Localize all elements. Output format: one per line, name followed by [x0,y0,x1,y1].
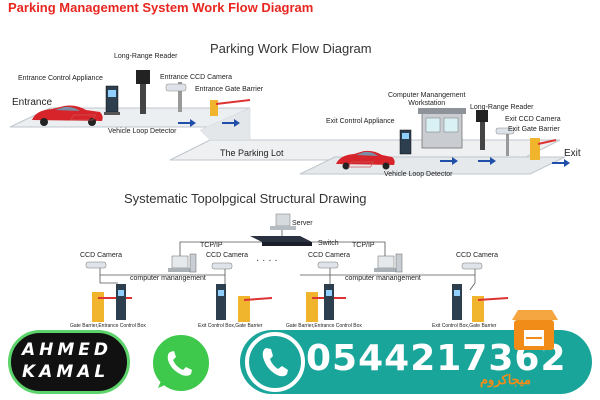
vehicle-loop-detector-left-label: Vehicle Loop Detector [108,128,177,135]
exit-control-appliance-label: Exit Control Appliance [326,118,395,125]
topology-camera-1 [85,261,107,269]
page-title: Parking Management System Work Flow Diag… [8,0,314,15]
entrance-camera-device [165,82,187,112]
switch-device [250,236,312,246]
computer-workstation-label: Computer Manangement Workstation [388,92,466,107]
network-lines [99,230,476,291]
server-device [270,213,296,230]
vehicle-loop-detector-right-label: Vehicle Loop Detector [384,171,453,178]
gate-group-1 [92,284,132,322]
entrance-ccd-camera-label: Entrance CCD Camera [160,74,232,81]
long-range-reader-right-label: Long-Range Reader [470,104,534,111]
ellipsis-label: · · · · [256,255,278,266]
ccd-camera-3-label: CCD Camera [308,252,351,259]
brand-badge [8,330,130,394]
exit-label: Exit [564,148,581,159]
computer-left-device [168,253,197,273]
exit-gate-barrier-device [530,138,557,160]
computer-right-device [374,253,403,273]
box-2-label: Exit Control Box,Gate Barrier [198,323,263,329]
topology-camera-3 [317,261,339,269]
whatsapp-icon[interactable] [134,330,228,396]
entrance-gate-barrier-label: Entrance Gate Barrier [195,86,264,93]
exit-ccd-camera-label: Exit CCD Camera [505,116,561,123]
entrance-label: Entrance [12,97,53,108]
tcpip-left-label: TCP/IP [200,242,223,249]
store-icon [512,310,558,350]
store-logo-text: ميجاكروم [480,372,531,387]
tcpip-right-label: TCP/IP [352,242,375,249]
computer-management-left-label: computer manangement [130,275,206,282]
long-range-reader-left-label: Long-Range Reader [114,53,178,60]
exit-gate-barrier-label: Exit Gate Barrier [508,126,560,133]
box-4-label: Exit Control Box,Gate Barrier [432,323,497,329]
exit-control-appliance-device [399,129,412,155]
topology-camera-4 [461,262,483,270]
entrance-control-appliance-device [104,85,120,115]
entrance-car [32,105,103,126]
switch-label: Switch [318,240,339,247]
long-range-reader-left-device [136,70,150,114]
exit-car [336,150,395,170]
entrance-gate-barrier-device [210,99,251,116]
brand-line1: AHMED [22,340,113,360]
server-label: Server [292,220,313,227]
box-3-label: Gate Barrier,Entrance Control Box [286,323,362,329]
box-1-label: Gate Barrier,Entrance Control Box [70,323,146,329]
topology-title: Systematic Topolpgical Structural Drawin… [124,191,367,206]
ccd-camera-4-label: CCD Camera [456,252,499,259]
long-range-reader-right-device [476,110,488,150]
ccd-camera-1-label: CCD Camera [80,252,123,259]
exit-camera-device [495,127,515,156]
phone-icon[interactable] [244,332,306,392]
workflow-title: Parking Work Flow Diagram [210,41,372,56]
ccd-camera-2-label: CCD Camera [206,252,249,259]
entrance-control-appliance-label: Entrance Control Appliance [18,75,103,82]
gate-group-3 [306,284,346,322]
brand-line2: KAMAL [22,362,110,382]
gate-group-4 [452,284,509,322]
parking-lot-label: The Parking Lot [220,148,284,158]
management-workstation-booth [418,108,466,149]
computer-management-right-label: computer manangement [345,275,421,282]
gate-group-2 [216,284,273,322]
topology-camera-2 [211,262,233,270]
